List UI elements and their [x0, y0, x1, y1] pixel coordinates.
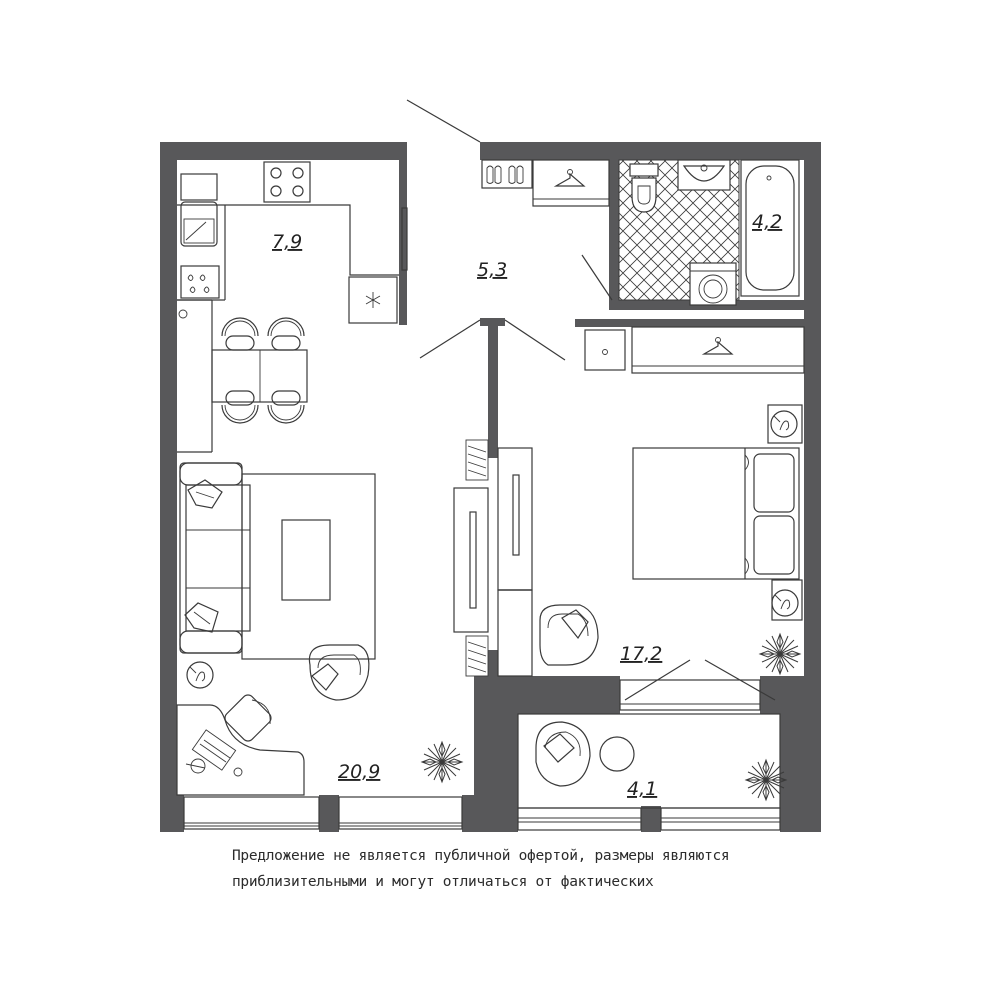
bedroom-furniture [497, 326, 805, 677]
plant-icon [421, 741, 463, 783]
bedside-lamp-icon [770, 410, 799, 617]
hanger-icon [553, 172, 586, 187]
disclaimer-line-1: Предложение не является публичной оферто… [232, 848, 730, 864]
pouf [584, 329, 626, 371]
area-labels: 7,9 5,3 4,2 20,9 17,2 4,1 [272, 211, 782, 800]
fridge-icon [348, 276, 398, 324]
dishwasher-icon [180, 265, 220, 299]
balcony-furniture [517, 713, 787, 809]
doors [406, 99, 776, 701]
washbasin-icon [677, 159, 731, 191]
hall-wardrobe [532, 159, 610, 207]
coffee-table [281, 519, 331, 601]
kitchen-furniture [177, 161, 408, 453]
nightstand-top [767, 404, 803, 444]
shoe-rack [481, 159, 533, 189]
area-label-bedroom: 17,2 [620, 643, 662, 665]
desk-chair [224, 694, 272, 742]
area-label-balcony: 4,1 [627, 778, 657, 800]
area-label-kitchen: 7,9 [272, 231, 302, 253]
windows [183, 679, 781, 831]
plant-icon [745, 759, 787, 801]
floor-lamp-icon [186, 661, 214, 689]
tv-stand [453, 439, 489, 677]
toilet-icon [629, 163, 659, 213]
armchair-bedroom [539, 604, 599, 666]
balcony-chair [535, 721, 591, 787]
walls [160, 142, 821, 832]
bedroom-desk [497, 589, 533, 677]
bathtub-icon [740, 159, 800, 297]
sofa [179, 462, 251, 654]
rug [241, 473, 376, 660]
area-label-bathroom: 4,2 [752, 211, 782, 233]
desk [176, 704, 305, 796]
washing-machine-icon [689, 262, 737, 306]
bathroom-furniture [618, 159, 800, 306]
armchair-living [308, 644, 370, 701]
hanger-icon-bedroom [701, 340, 734, 355]
dining-table [211, 317, 308, 424]
plant-icon [759, 633, 801, 675]
nightstand [771, 579, 803, 621]
stove-icon [263, 161, 311, 203]
disclaimer-line-2: приблизительными и могут отличаться от ф… [232, 874, 654, 890]
hall-furniture [481, 159, 610, 207]
bedroom-wardrobe [631, 326, 805, 374]
bedroom-tv-stand [497, 447, 533, 591]
balcony-table [599, 736, 635, 772]
sink-icon [180, 173, 218, 247]
living-furniture [176, 439, 489, 796]
area-label-living: 20,9 [338, 761, 380, 783]
area-label-hall: 5,3 [477, 259, 507, 281]
bed [632, 447, 800, 580]
